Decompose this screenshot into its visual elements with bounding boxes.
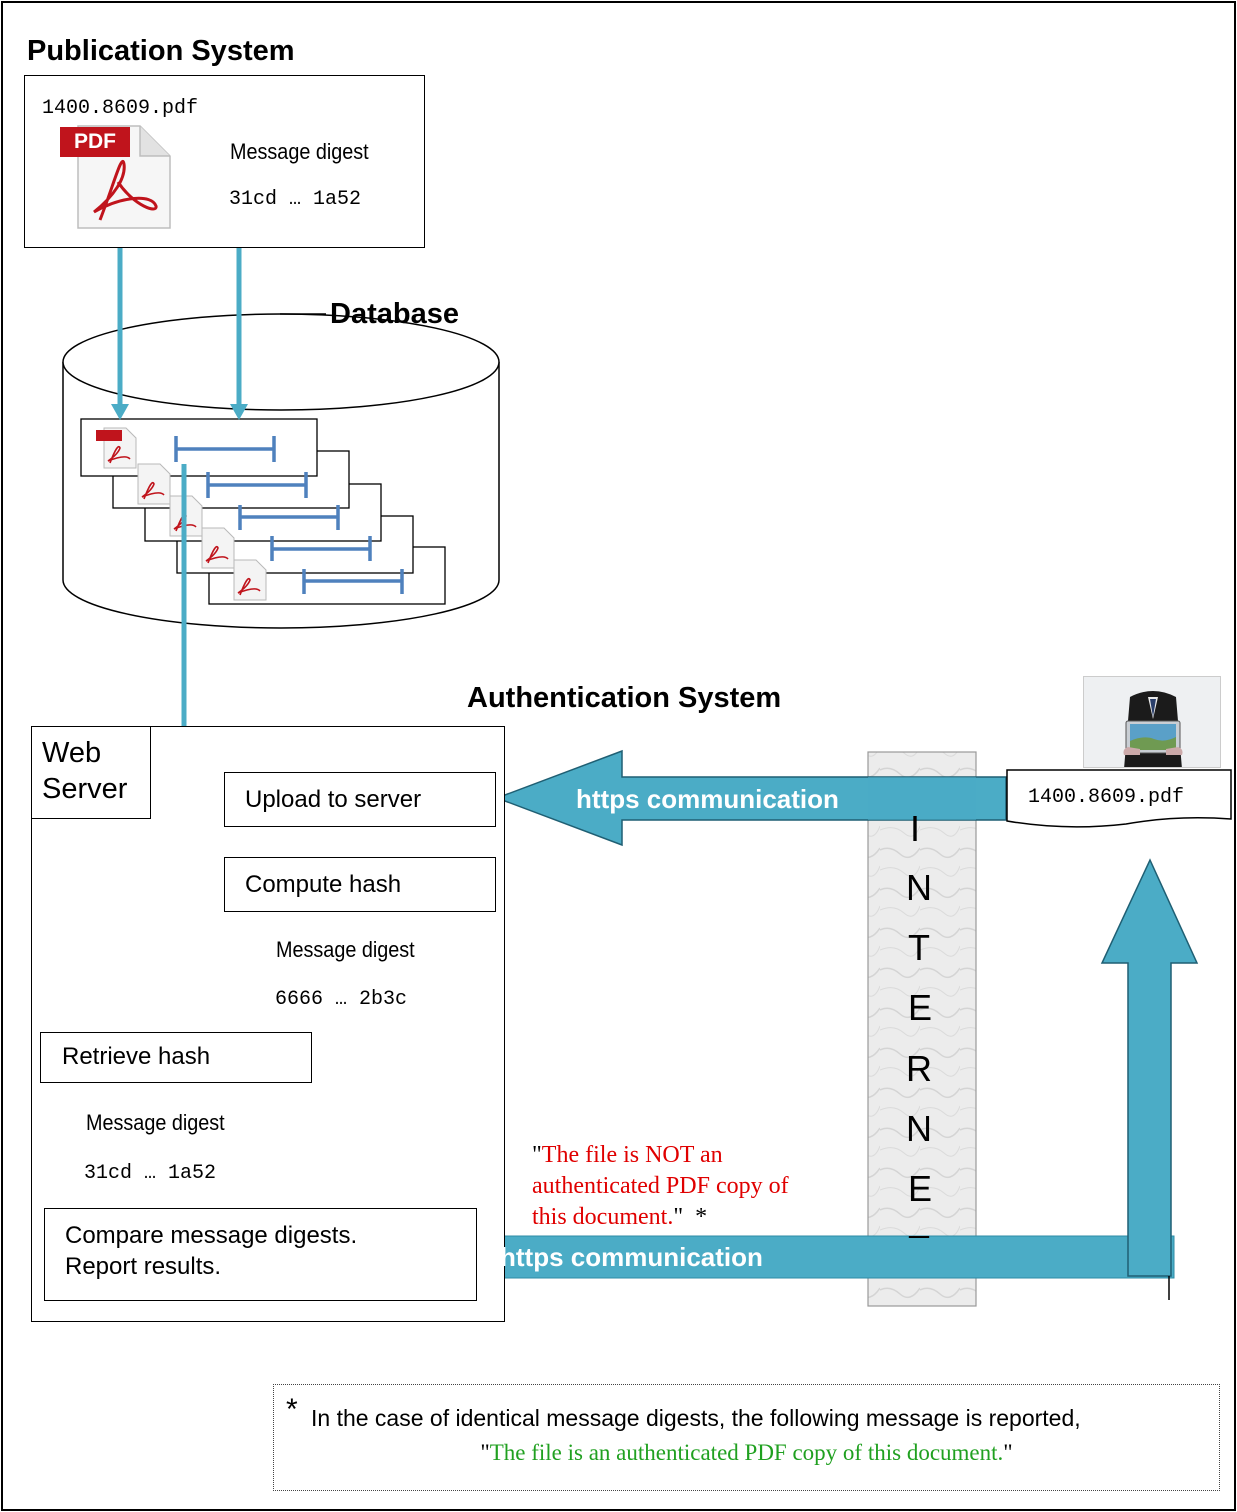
https-bottom-band (477, 1235, 1175, 1279)
footnote-line1: In the case of identical message digests… (311, 1405, 1081, 1431)
auth-title: Authentication System (467, 682, 782, 714)
compare-step (44, 1208, 477, 1301)
upload-step-label: Upload to server (245, 786, 422, 813)
internet-letter-hidden: T (908, 1228, 930, 1238)
https-bottom-label: https communication (500, 1242, 763, 1272)
internet-letter: N (906, 867, 932, 908)
pdf-badge: PDF (60, 127, 130, 157)
publication-digest-value: 31cd … 1a52 (229, 188, 362, 211)
compute-step (224, 857, 496, 912)
https-overlap (868, 777, 976, 820)
footnote-box (273, 1384, 1220, 1491)
computed-digest-label: Message digest (276, 937, 415, 962)
record-digest-brackets (174, 436, 404, 594)
record-pdf-icons (96, 427, 267, 601)
footnote-line2-wrap: "The file is an authenticated PDF copy o… (273, 1440, 1220, 1466)
publication-filename: 1400.8609.pdf (42, 97, 199, 120)
upload-step (224, 772, 496, 827)
pdf-badge-label: PDF (74, 130, 116, 153)
internet-letter: R (906, 1048, 932, 1089)
pdf-file-icon: PDF (52, 124, 174, 230)
result-asterisk: * (695, 1204, 708, 1230)
retrieve-step (40, 1032, 312, 1083)
footnote-quote-close: " (1003, 1440, 1013, 1465)
user-file-tag (1006, 769, 1232, 829)
web-server-label-line2: Server (42, 773, 128, 805)
web-server-label-box (31, 726, 151, 819)
result-line3: this document. (532, 1204, 674, 1230)
computed-digest-value: 6666 … 2b3c (275, 988, 408, 1011)
up-arrow (1100, 858, 1199, 1277)
internet-column (867, 751, 977, 1307)
result-message: "The file is NOT an authenticated PDF co… (532, 1140, 789, 1233)
user-filename: 1400.8609.pdf (1028, 786, 1185, 809)
result-line1: The file is NOT an (541, 1142, 723, 1168)
result-open-quote: " (532, 1142, 542, 1168)
internet-letter: T (908, 927, 930, 968)
web-server-label-line1: Web (42, 737, 102, 769)
compare-step-line2: Report results. (65, 1253, 222, 1280)
https-top-label: https communication (576, 784, 839, 814)
compute-step-label: Compute hash (245, 871, 402, 898)
publication-title: Publication System (27, 35, 295, 67)
result-close-quote: " (673, 1204, 684, 1230)
compare-step-line1: Compare message digests. (65, 1222, 358, 1249)
retrieved-digest-value: 31cd … 1a52 (84, 1162, 217, 1185)
footnote-asterisk: * (286, 1393, 298, 1426)
database-title: Database (330, 298, 459, 330)
footnote-quote-open: " (480, 1440, 490, 1465)
internet-letter: N (906, 1108, 932, 1149)
user-photo (1083, 676, 1221, 768)
result-line2: authenticated PDF copy of (532, 1173, 789, 1199)
internet-letter: E (908, 987, 933, 1028)
internet-letter: I (910, 808, 921, 849)
internet-letter: E (908, 1168, 933, 1209)
retrieve-step-label: Retrieve hash (62, 1043, 211, 1070)
footnote-line2: The file is an authenticated PDF copy of… (489, 1440, 1004, 1465)
publication-digest-label: Message digest (230, 139, 369, 164)
retrieved-digest-label: Message digest (86, 1110, 225, 1135)
